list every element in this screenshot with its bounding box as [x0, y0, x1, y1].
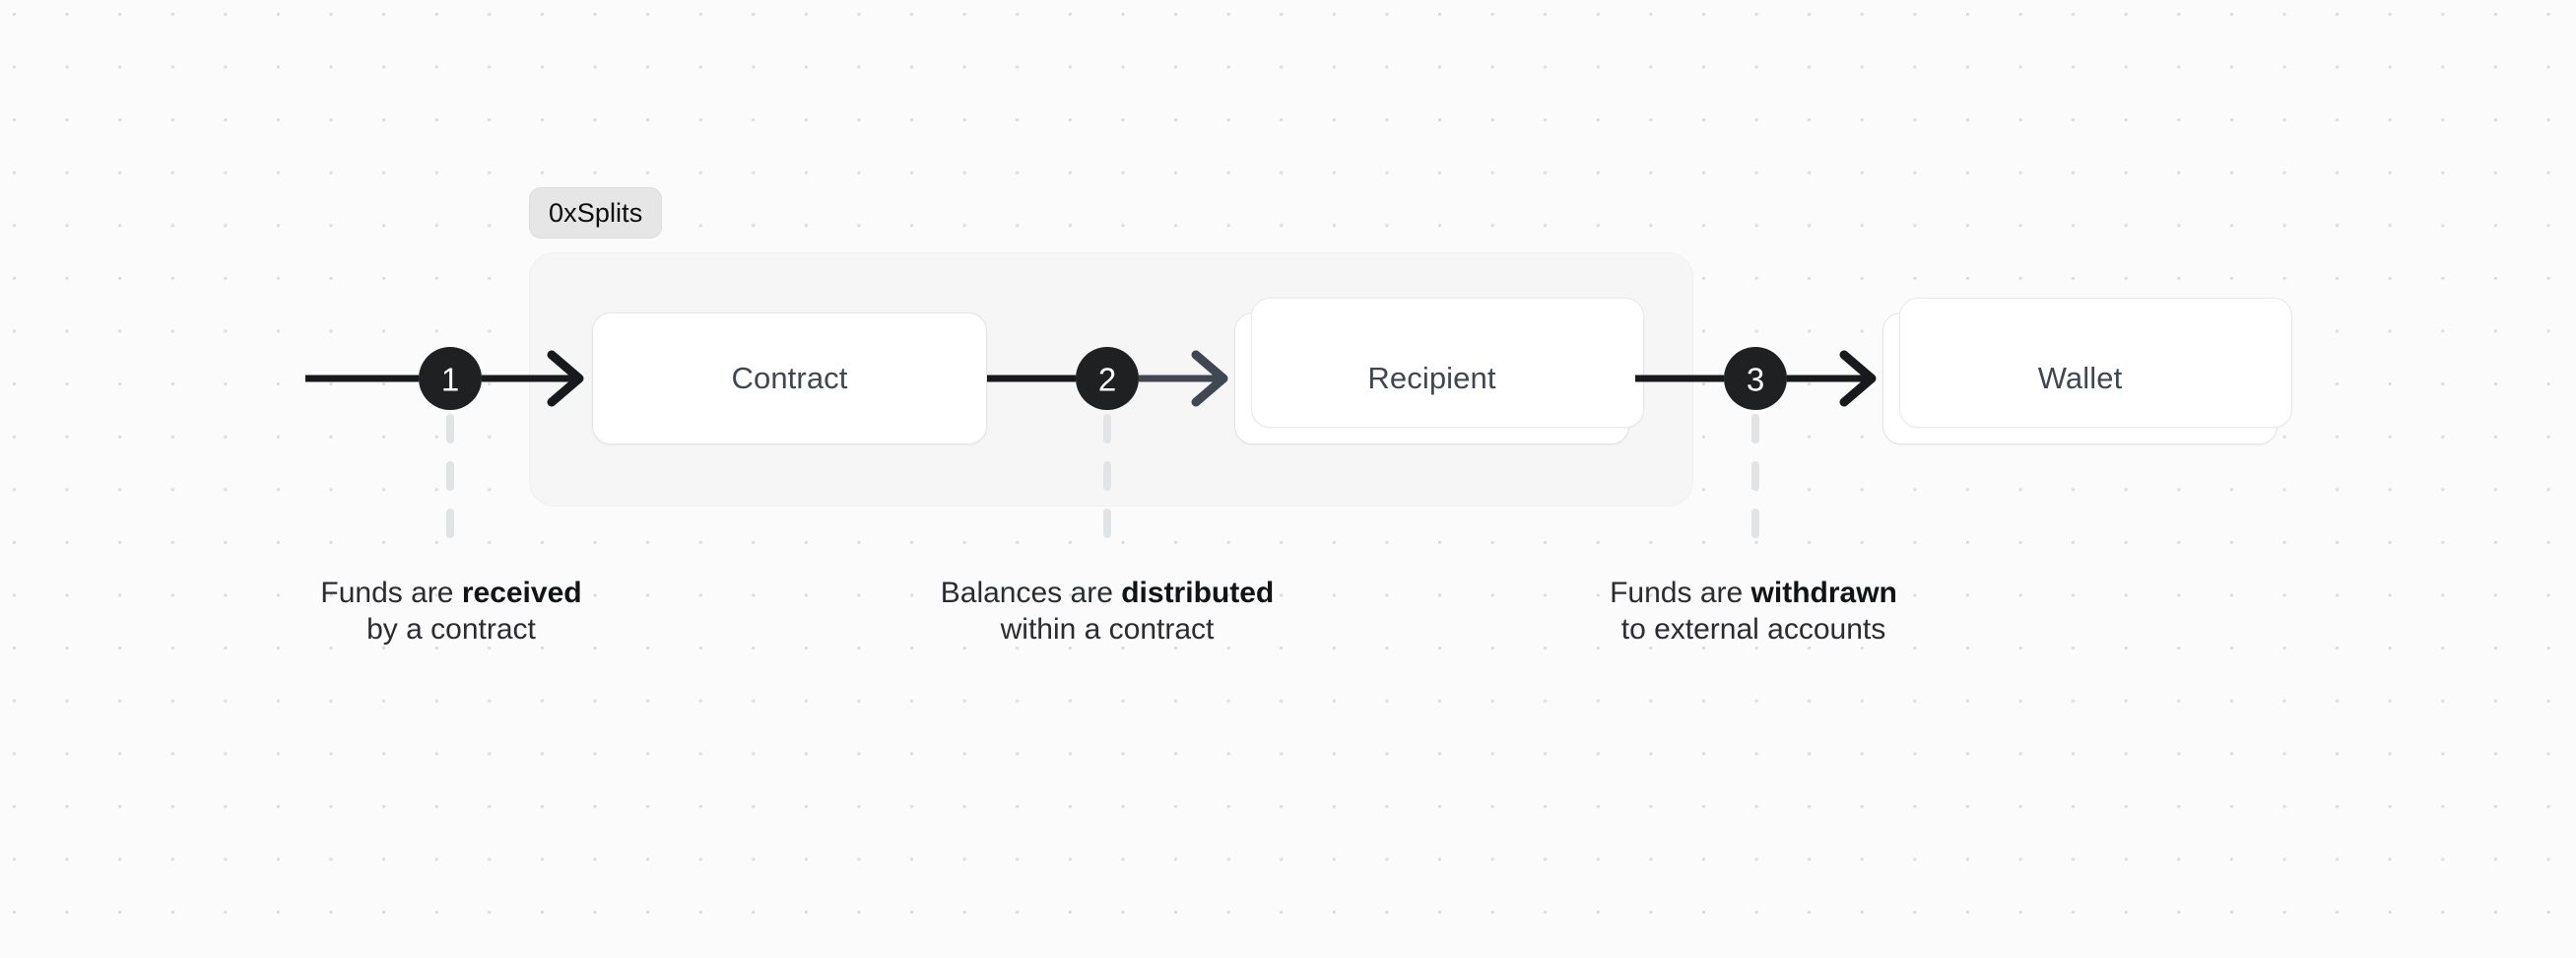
- group-label-badge-0xsplits: 0xSplits: [529, 187, 663, 239]
- step-circle-3-bg: [1724, 347, 1787, 410]
- node-recipient-label: Recipient: [1367, 361, 1496, 395]
- caption-step-1: Funds are received by a contract: [195, 576, 707, 648]
- node-recipient[interactable]: Recipient: [1234, 298, 1644, 445]
- step-circle-3[interactable]: 3: [1724, 347, 1787, 410]
- node-wallet-label: Wallet: [2037, 361, 2123, 395]
- caption-step-3-line-1: Funds are withdrawn: [1497, 576, 2010, 612]
- node-contract[interactable]: Contract: [592, 312, 987, 445]
- caption-step-2-line-1: Balances are distributed: [851, 576, 1363, 612]
- caption-step-3: Funds are withdrawn to external accounts: [1497, 576, 2010, 648]
- arrowhead-3: [1839, 350, 1877, 407]
- caption-step-1-line-1: Funds are received: [195, 576, 707, 612]
- caption-step-2-line-2: within a contract: [1000, 612, 1215, 646]
- step-circle-1-bg: [419, 347, 482, 410]
- caption-step-3-line-2: to external accounts: [1620, 612, 1886, 646]
- caption-step-3-keyword: withdrawn: [1750, 577, 1897, 609]
- step-circle-3-number: 3: [1747, 362, 1764, 398]
- caption-step-1-line-1-prefix: Funds are: [320, 577, 462, 609]
- caption-step-2: Balances are distributed within a contra…: [851, 576, 1363, 648]
- caption-step-3-line-1-prefix: Funds are: [1610, 577, 1751, 609]
- step-circle-1[interactable]: 1: [419, 347, 482, 410]
- caption-step-1-keyword: received: [461, 577, 582, 609]
- caption-step-1-line-2: by a contract: [366, 612, 536, 646]
- step-circle-1-number: 1: [441, 362, 459, 398]
- caption-step-2-line-1-prefix: Balances are: [940, 577, 1122, 609]
- node-wallet[interactable]: Wallet: [1882, 298, 2292, 445]
- caption-step-2-keyword: distributed: [1121, 577, 1275, 609]
- node-contract-label: Contract: [731, 361, 848, 395]
